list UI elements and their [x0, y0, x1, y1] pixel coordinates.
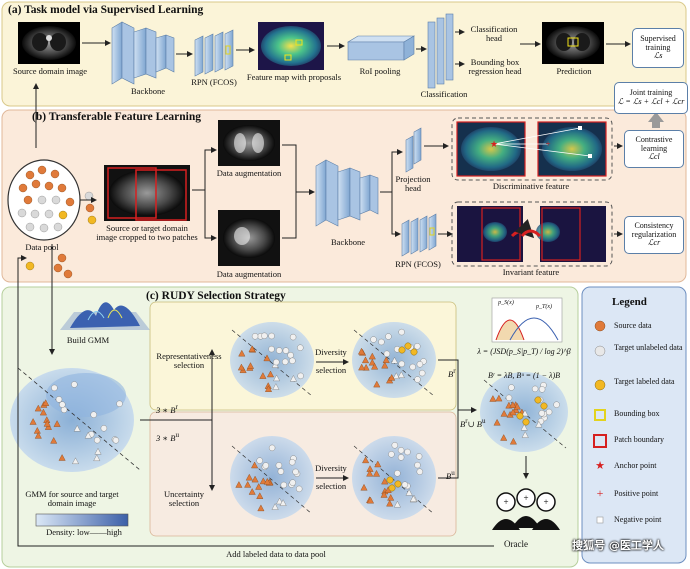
ps-label: p_S(x)	[498, 300, 514, 306]
oracle-icon: + + +	[492, 488, 560, 530]
section-a-title: (a) Task model via Supervised Learning	[8, 4, 204, 16]
mult-r-label: 3 ∗ Br	[156, 403, 178, 415]
data-aug-bottom-label: Data augmentation	[216, 269, 282, 279]
discriminative-label: Discriminative feature	[492, 181, 570, 191]
section-a-bg	[1, 1, 687, 107]
density-curve-plot	[491, 297, 563, 343]
legend-symbols: ★ +	[593, 320, 607, 524]
invariant-label: Invariant feature	[502, 267, 560, 277]
scatter-union	[489, 382, 560, 445]
backbone-a-blocks	[111, 21, 175, 85]
backbone-b-label: Backbone	[331, 237, 365, 247]
svg-text:★: ★	[490, 139, 498, 149]
watermark: 搜狐号 @医工学人	[572, 539, 664, 552]
add-labeled-label: Add labeled data to data pool	[226, 549, 326, 559]
backbone-a-label: Backbone	[131, 86, 165, 96]
lambda-equation: λ = (JSD(p_S|p_T) / log 2)^β	[477, 347, 571, 356]
roi-pooling-label: RoI pooling	[359, 66, 401, 76]
legend-item-bbox: Bounding box	[614, 409, 660, 418]
union-label: Br∪ Bu	[460, 417, 486, 429]
roi-pooling-blocks	[346, 35, 416, 61]
scatter-unc-2	[360, 442, 423, 508]
rpn-b-label: RPN (FCOS)	[395, 259, 441, 269]
legend-item-anchor: Anchor point	[614, 461, 657, 470]
svg-text:+: +	[543, 497, 548, 507]
section-c-title: (c) RUDY Selection Strategy	[146, 290, 286, 302]
data-pool-label: Data pool	[25, 242, 59, 252]
feature-map-label: Feature map with proposals	[246, 72, 342, 82]
pt-label: p_T(x)	[536, 304, 552, 310]
legend-bg	[581, 286, 687, 564]
svg-text:+: +	[523, 493, 528, 503]
svg-text:★: ★	[595, 460, 605, 472]
data-pool-points	[17, 165, 97, 279]
rpn-b-blocks	[401, 213, 437, 257]
legend-title: Legend	[612, 296, 647, 308]
scatter-rep-1	[237, 332, 304, 392]
density-label: Density: low——high	[46, 527, 122, 537]
legend-item-patch: Patch boundary	[614, 435, 664, 444]
svg-text:+: +	[503, 497, 508, 507]
classification-blocks	[427, 13, 454, 89]
bu-label: Bu	[446, 469, 455, 481]
source-domain-image-label: Source domain image	[12, 66, 88, 76]
legend-item-target-labeled: Target labeled data	[614, 377, 675, 386]
backbone-b-blocks	[315, 159, 379, 227]
gmm-scatter-left	[10, 367, 141, 472]
budget-equation: Bʳ = λB, Bᵘ = (1 − λ)B	[487, 371, 561, 380]
invariant-box	[451, 201, 613, 267]
legend-item-positive: Positive point	[614, 489, 659, 498]
scatter-rep-2	[357, 328, 427, 388]
prediction-label: Prediction	[556, 66, 592, 76]
scatter-unc-1	[235, 444, 303, 512]
rpn-a-blocks	[194, 29, 234, 77]
discriminative-box	[451, 117, 613, 181]
build-gmm-label: Build GMM	[66, 335, 110, 345]
projection-head-blocks	[405, 127, 422, 173]
scatter-gmm-left	[29, 381, 123, 464]
density-colorbar	[35, 513, 129, 527]
classification-label: Classification	[420, 89, 468, 99]
oracle-label: Oracle	[504, 539, 528, 549]
legend-item-target-unlabeled: Target unlabeled data	[614, 343, 683, 352]
svg-text:+: +	[597, 486, 604, 500]
contrastive-points: ★ +	[490, 126, 592, 158]
legend-item-source: Source data	[614, 321, 652, 330]
section-b-title: (b) Transferable Feature Learning	[32, 111, 201, 123]
rpn-a-label: RPN (FCOS)	[191, 77, 237, 87]
mult-u-label: 3 ∗ Bu	[156, 431, 180, 443]
legend-item-negative: Negative point	[614, 515, 662, 524]
svg-text:+: +	[545, 139, 550, 149]
br-label: Br	[448, 367, 456, 379]
gmm-surface	[60, 302, 150, 330]
data-aug-top-label: Data augmentation	[216, 168, 282, 178]
